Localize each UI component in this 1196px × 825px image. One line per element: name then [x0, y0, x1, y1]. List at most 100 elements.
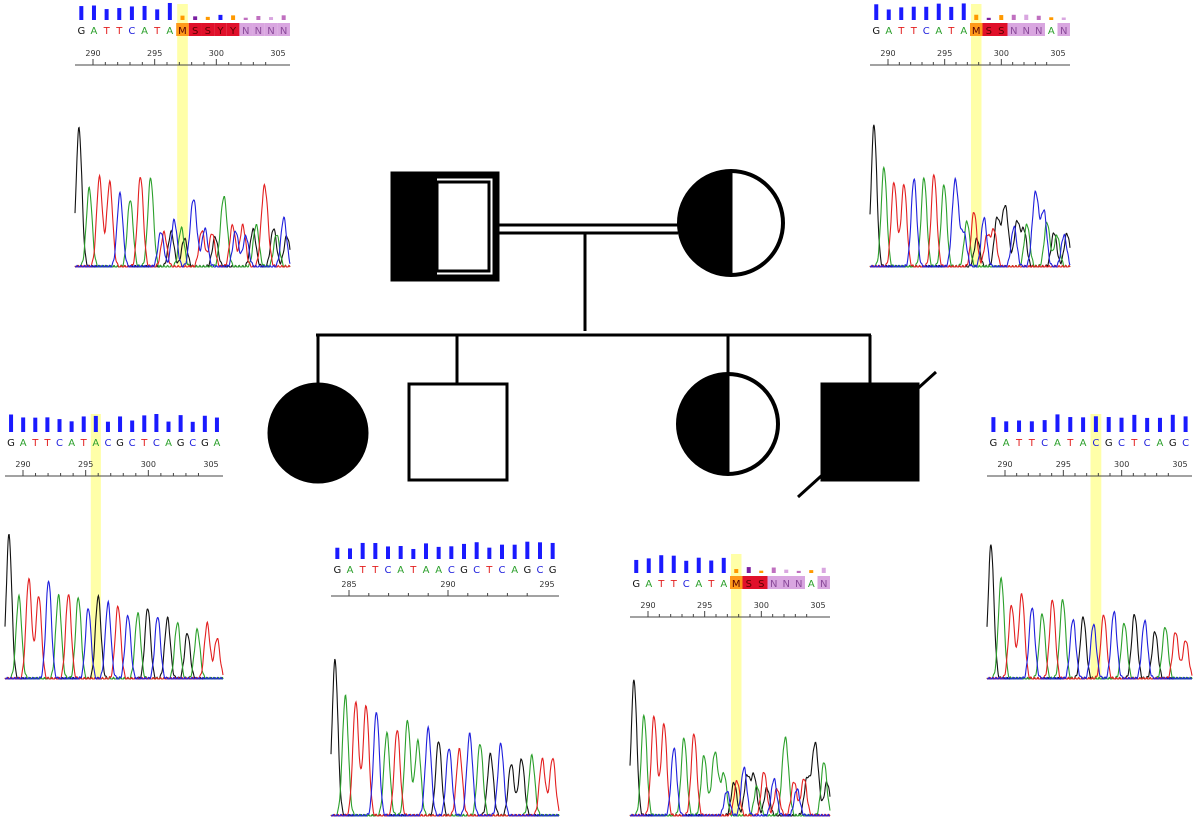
base-call: N	[783, 579, 790, 590]
base-call: S	[746, 579, 752, 590]
axis-tick-label: 295	[147, 49, 162, 58]
quality-bar	[1055, 414, 1060, 432]
base-call: T	[1066, 438, 1074, 449]
quality-bar	[746, 567, 751, 573]
axis-tick-label: 305	[203, 460, 218, 469]
quality-bar	[269, 17, 274, 20]
ambiguous-base-box	[264, 23, 278, 36]
base-call: A	[720, 579, 727, 590]
trace-G	[629, 679, 831, 817]
base-call: T	[140, 438, 148, 449]
base-call: A	[397, 565, 404, 576]
base-call: C	[1144, 438, 1151, 449]
quality-bar	[142, 5, 147, 21]
quality-bar	[105, 421, 110, 432]
quality-bar	[190, 421, 195, 432]
quality-bar	[899, 7, 904, 20]
quality-bar	[411, 548, 416, 559]
quality-bar	[130, 420, 135, 432]
base-call: A	[141, 26, 148, 37]
base-call: C	[1041, 438, 1048, 449]
quality-bar	[214, 417, 219, 432]
quality-bar	[821, 567, 826, 573]
quality-bar	[684, 560, 689, 573]
axis-tick-label: 305	[810, 601, 825, 610]
quality-bar	[1183, 416, 1188, 432]
quality-bar	[436, 546, 441, 559]
quality-bar	[155, 9, 160, 20]
quality-bar	[936, 3, 941, 20]
quality-bar	[986, 17, 991, 20]
base-call: T	[670, 579, 678, 590]
quality-bar	[348, 548, 352, 559]
base-call: C	[537, 565, 544, 576]
base-call: A	[91, 26, 98, 37]
base-call: S	[998, 26, 1004, 37]
quality-bar	[129, 6, 134, 20]
base-call: A	[166, 26, 173, 37]
quality-bar	[634, 559, 639, 573]
child-2-symbol	[407, 382, 509, 482]
trace-C	[5, 580, 223, 680]
axis-tick-label: 290	[85, 49, 100, 58]
trace-A	[74, 177, 291, 268]
trace-T	[869, 173, 1071, 268]
base-call: T	[80, 438, 88, 449]
quality-bar	[166, 421, 171, 432]
quality-bar	[659, 555, 664, 573]
base-call: T	[1130, 438, 1138, 449]
quality-bar	[281, 15, 286, 20]
quality-bar	[991, 417, 996, 432]
base-call: N	[770, 579, 777, 590]
quality-bar	[784, 569, 789, 573]
quality-bar	[398, 546, 403, 559]
base-call: G	[549, 565, 557, 576]
base-call: G	[460, 565, 468, 576]
quality-bar	[154, 414, 159, 432]
quality-bar	[1132, 414, 1137, 432]
base-call: A	[885, 26, 892, 37]
base-call: C	[923, 26, 930, 37]
quality-bar	[1029, 421, 1034, 432]
quality-bar	[243, 17, 248, 20]
deceased-slash	[796, 370, 938, 499]
base-call: T	[153, 26, 161, 37]
base-call: A	[165, 438, 172, 449]
ambiguous-base-box	[1007, 23, 1020, 36]
trace-C	[987, 607, 1192, 680]
base-call: N	[1035, 26, 1042, 37]
ambiguous-base-box	[201, 23, 215, 36]
base-call: A	[1080, 438, 1087, 449]
ambiguous-base-box	[730, 576, 743, 589]
father-symbol	[390, 171, 500, 282]
base-call: Y	[216, 26, 224, 37]
quality-bar	[373, 543, 378, 559]
base-call: T	[897, 26, 905, 37]
base-call: S	[758, 579, 764, 590]
quality-bar	[21, 417, 26, 432]
base-call: N	[242, 26, 249, 37]
quality-bar	[525, 541, 530, 559]
base-call: N	[255, 26, 262, 37]
trace-C	[870, 176, 1071, 268]
ambiguous-base-box	[767, 576, 780, 589]
base-call: A	[511, 565, 518, 576]
base-call: G	[1169, 438, 1177, 449]
child-4-symbol	[796, 370, 938, 499]
quality-bar	[104, 9, 109, 20]
axis-tick-label: 300	[1114, 460, 1129, 469]
child-3-symbol	[676, 372, 780, 476]
trace-T	[330, 700, 560, 817]
quality-bar	[193, 16, 198, 20]
base-call: C	[448, 565, 455, 576]
base-call: M	[972, 26, 981, 37]
base-call: T	[707, 579, 715, 590]
quality-bar	[178, 415, 183, 432]
quality-bar	[671, 555, 676, 573]
axis-tick-label: 295	[697, 601, 712, 610]
base-call: G	[333, 565, 341, 576]
base-call: G	[201, 438, 209, 449]
